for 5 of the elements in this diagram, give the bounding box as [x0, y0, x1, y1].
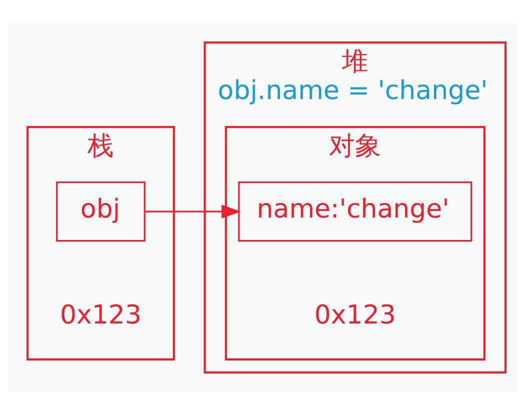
node-label: 0x123 — [60, 300, 142, 330]
node-box: name:'change' — [238, 182, 472, 242]
node-box: obj — [56, 182, 146, 242]
node-label: 0x123 — [314, 300, 396, 330]
arrow — [145, 204, 242, 218]
